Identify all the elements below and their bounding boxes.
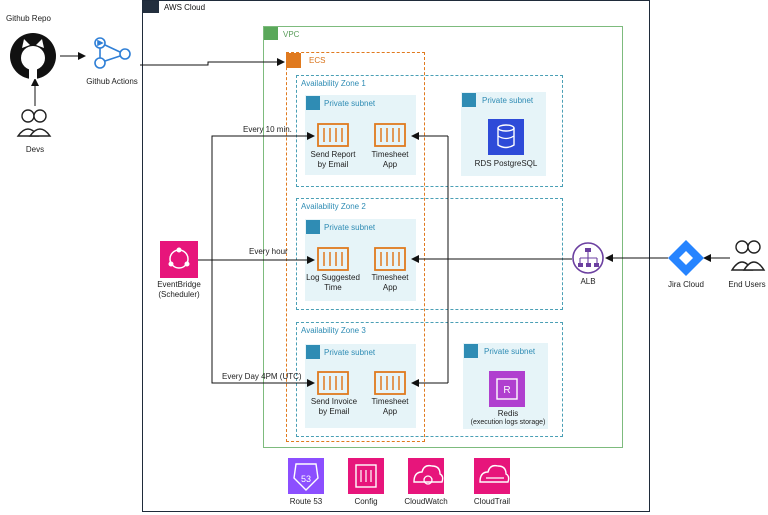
devs-label: Devs: [25, 145, 45, 154]
config-label: Config: [354, 497, 378, 506]
svg-text:R: R: [503, 385, 510, 396]
route53-label: Route 53: [289, 497, 323, 506]
lock-icon: [306, 345, 320, 359]
rds-database-icon: [488, 119, 524, 155]
availability-zone-3: [296, 322, 563, 437]
github-repo-label: Github Repo: [6, 14, 51, 23]
end-users-label: End Users: [728, 280, 766, 289]
redis-cache-icon: R: [489, 371, 525, 407]
cloudwatch-label: CloudWatch: [404, 497, 448, 506]
task-log-suggested-label: Log Suggested: [306, 273, 360, 282]
route53-badge: 53: [301, 474, 311, 484]
eventbridge-icon: [160, 241, 198, 278]
lock-icon: [462, 93, 476, 107]
ecs-task-icon-log-suggested: [317, 247, 349, 271]
jira-cloud-label: Jira Cloud: [667, 280, 704, 289]
vpc-title: VPC: [283, 30, 300, 39]
az3-title: Availability Zone 3: [301, 326, 366, 335]
github-actions-icon: [94, 37, 131, 69]
route53-icon: [288, 458, 324, 494]
github-actions-label: Github Actions: [86, 77, 138, 86]
ecs-task-icon-send-report: [317, 123, 349, 147]
task-timesheet-az3-sublabel: App: [382, 407, 398, 416]
private-subnet-label: Private subnet: [324, 99, 376, 108]
aws-cloud-boundary: [142, 0, 650, 512]
task-timesheet-az2-sublabel: App: [382, 283, 398, 292]
rds-label: RDS PostgreSQL: [474, 159, 538, 168]
aws-cloud-title: AWS Cloud: [164, 3, 206, 12]
lock-icon: [306, 96, 320, 110]
ecs-task-icon-timesheet-az2: [374, 247, 406, 271]
availability-zone-2: [296, 198, 563, 310]
lock-icon: [306, 220, 320, 234]
task-send-report-label: Send Report: [310, 150, 356, 159]
private-subnet-label: Private subnet: [482, 96, 534, 105]
aws-logo-icon: [143, 1, 159, 13]
connector-eventbridge-daily: [211, 260, 315, 387]
eventbridge-label: EventBridge: [157, 280, 201, 289]
private-subnet-label: Private subnet: [324, 223, 376, 232]
az2-title: Availability Zone 2: [301, 202, 366, 211]
ecs-cluster-boundary: [286, 52, 425, 442]
connector-eventbridge-10min: [198, 132, 315, 261]
task-timesheet-az1-label: Timesheet: [371, 150, 409, 159]
vpc-icon: [264, 27, 278, 40]
cloudtrail-icon: [474, 458, 510, 494]
task-send-report-sublabel: by Email: [317, 160, 349, 169]
connector-actions-to-ecs: [140, 58, 285, 66]
task-timesheet-az2-label: Timesheet: [371, 273, 409, 282]
availability-zone-1: [296, 75, 563, 187]
lock-icon: [464, 344, 478, 358]
cloudwatch-icon: [408, 458, 444, 494]
config-icon: [348, 458, 384, 494]
ecs-task-icon-timesheet-az1: [374, 123, 406, 147]
ecs-title: ECS: [309, 56, 326, 65]
alb-load-balancer-icon: [572, 242, 604, 274]
github-icon: [10, 33, 56, 79]
alb-label: ALB: [580, 277, 596, 286]
vpc-boundary: [263, 26, 623, 448]
private-subnet-label: Private subnet: [324, 348, 376, 357]
task-send-invoice-sublabel: by Email: [318, 407, 350, 416]
az1-title: Availability Zone 1: [301, 79, 366, 88]
jira-cloud-icon: [668, 240, 704, 276]
end-users-people-icon: [730, 240, 766, 271]
eventbridge-sublabel: (Scheduler): [158, 290, 200, 299]
cloudtrail-label: CloudTrail: [473, 497, 511, 506]
task-log-suggested-sublabel: Time: [324, 283, 342, 292]
private-subnet-label: Private subnet: [484, 347, 536, 356]
ecs-task-icon-send-invoice: [317, 371, 349, 395]
schedule-every-10-min: Every 10 min.: [243, 125, 292, 134]
ecs-icon: [286, 53, 301, 68]
connectors: [31, 52, 730, 387]
ecs-task-icon-timesheet-az3: [374, 371, 406, 395]
task-timesheet-az1-sublabel: App: [382, 160, 398, 169]
task-send-invoice-label: Send Invoice: [310, 397, 358, 406]
devs-people-icon: [16, 109, 52, 137]
schedule-every-day: Every Day 4PM (UTC): [222, 372, 302, 381]
redis-sublabel: (execution logs storage): [470, 419, 546, 426]
task-timesheet-az3-label: Timesheet: [371, 397, 409, 406]
schedule-every-hour: Every hour: [249, 247, 288, 256]
redis-label: Redis: [497, 409, 519, 418]
